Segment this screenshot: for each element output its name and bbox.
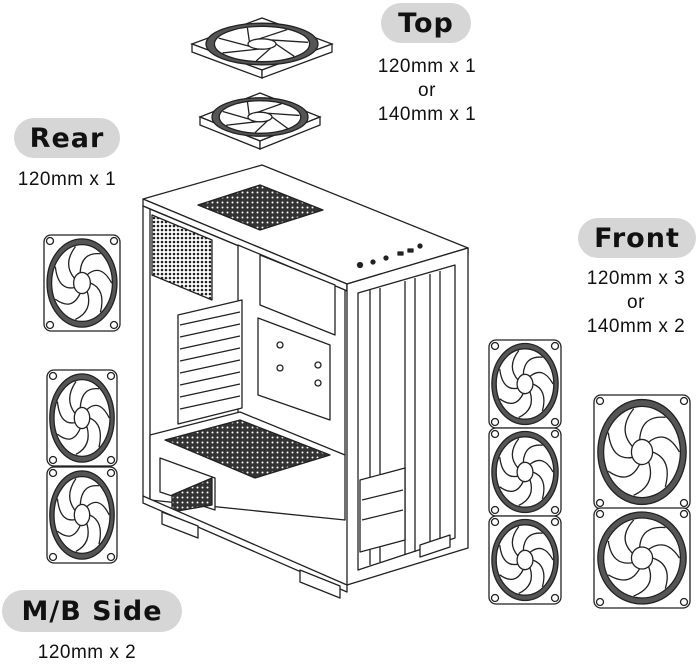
expansion-slots — [177, 299, 243, 425]
top-fan-spec: 120mm x 1 or 140mm x 1 — [347, 55, 507, 127]
mb-side-label-title: M/B Side — [21, 595, 163, 627]
top-fan-1 — [190, 17, 334, 79]
mb-side-fan-2 — [46, 466, 118, 564]
mb-side-spec-line-1: 120mm x 2 — [37, 642, 137, 663]
front-spec-line-2: or — [627, 292, 645, 313]
front-fan-120-1 — [488, 339, 562, 429]
front-label-badge: Front — [578, 218, 696, 258]
rear-fan-spec: 120mm x 1 — [0, 168, 134, 192]
front-fan-120-2 — [488, 427, 562, 517]
top-spec-line-1: 120mm x 1 — [377, 56, 477, 77]
rear-fan — [43, 234, 121, 332]
top-fan-2 — [198, 92, 322, 150]
front-io-ports — [356, 243, 423, 269]
mb-side-fan-1 — [46, 369, 118, 467]
top-label-title: Top — [398, 7, 454, 39]
mb-side-fan-spec: 120mm x 2 — [20, 641, 154, 665]
psu-shroud-mesh — [164, 419, 331, 479]
front-fan-120-3 — [488, 515, 562, 605]
top-spec-line-2: or — [418, 80, 436, 101]
rear-fan-mesh — [151, 214, 213, 301]
front-spec-line-1: 120mm x 3 — [586, 268, 686, 289]
front-spec-line-3: 140mm x 2 — [586, 316, 686, 337]
top-spec-line-3: 140mm x 1 — [377, 104, 477, 125]
mb-side-label-badge: M/B Side — [2, 590, 182, 632]
front-fan-140-1 — [593, 394, 691, 510]
pc-case — [142, 164, 469, 599]
top-label-badge: Top — [381, 3, 471, 43]
rear-spec-line-1: 120mm x 1 — [17, 169, 117, 190]
rear-label-title: Rear — [29, 122, 105, 154]
front-label-title: Front — [594, 222, 680, 254]
rear-label-badge: Rear — [14, 118, 120, 158]
top-mesh-filter — [197, 184, 324, 231]
front-fan-140-2 — [593, 507, 691, 609]
front-fan-spec: 120mm x 3 or 140mm x 2 — [572, 267, 700, 339]
